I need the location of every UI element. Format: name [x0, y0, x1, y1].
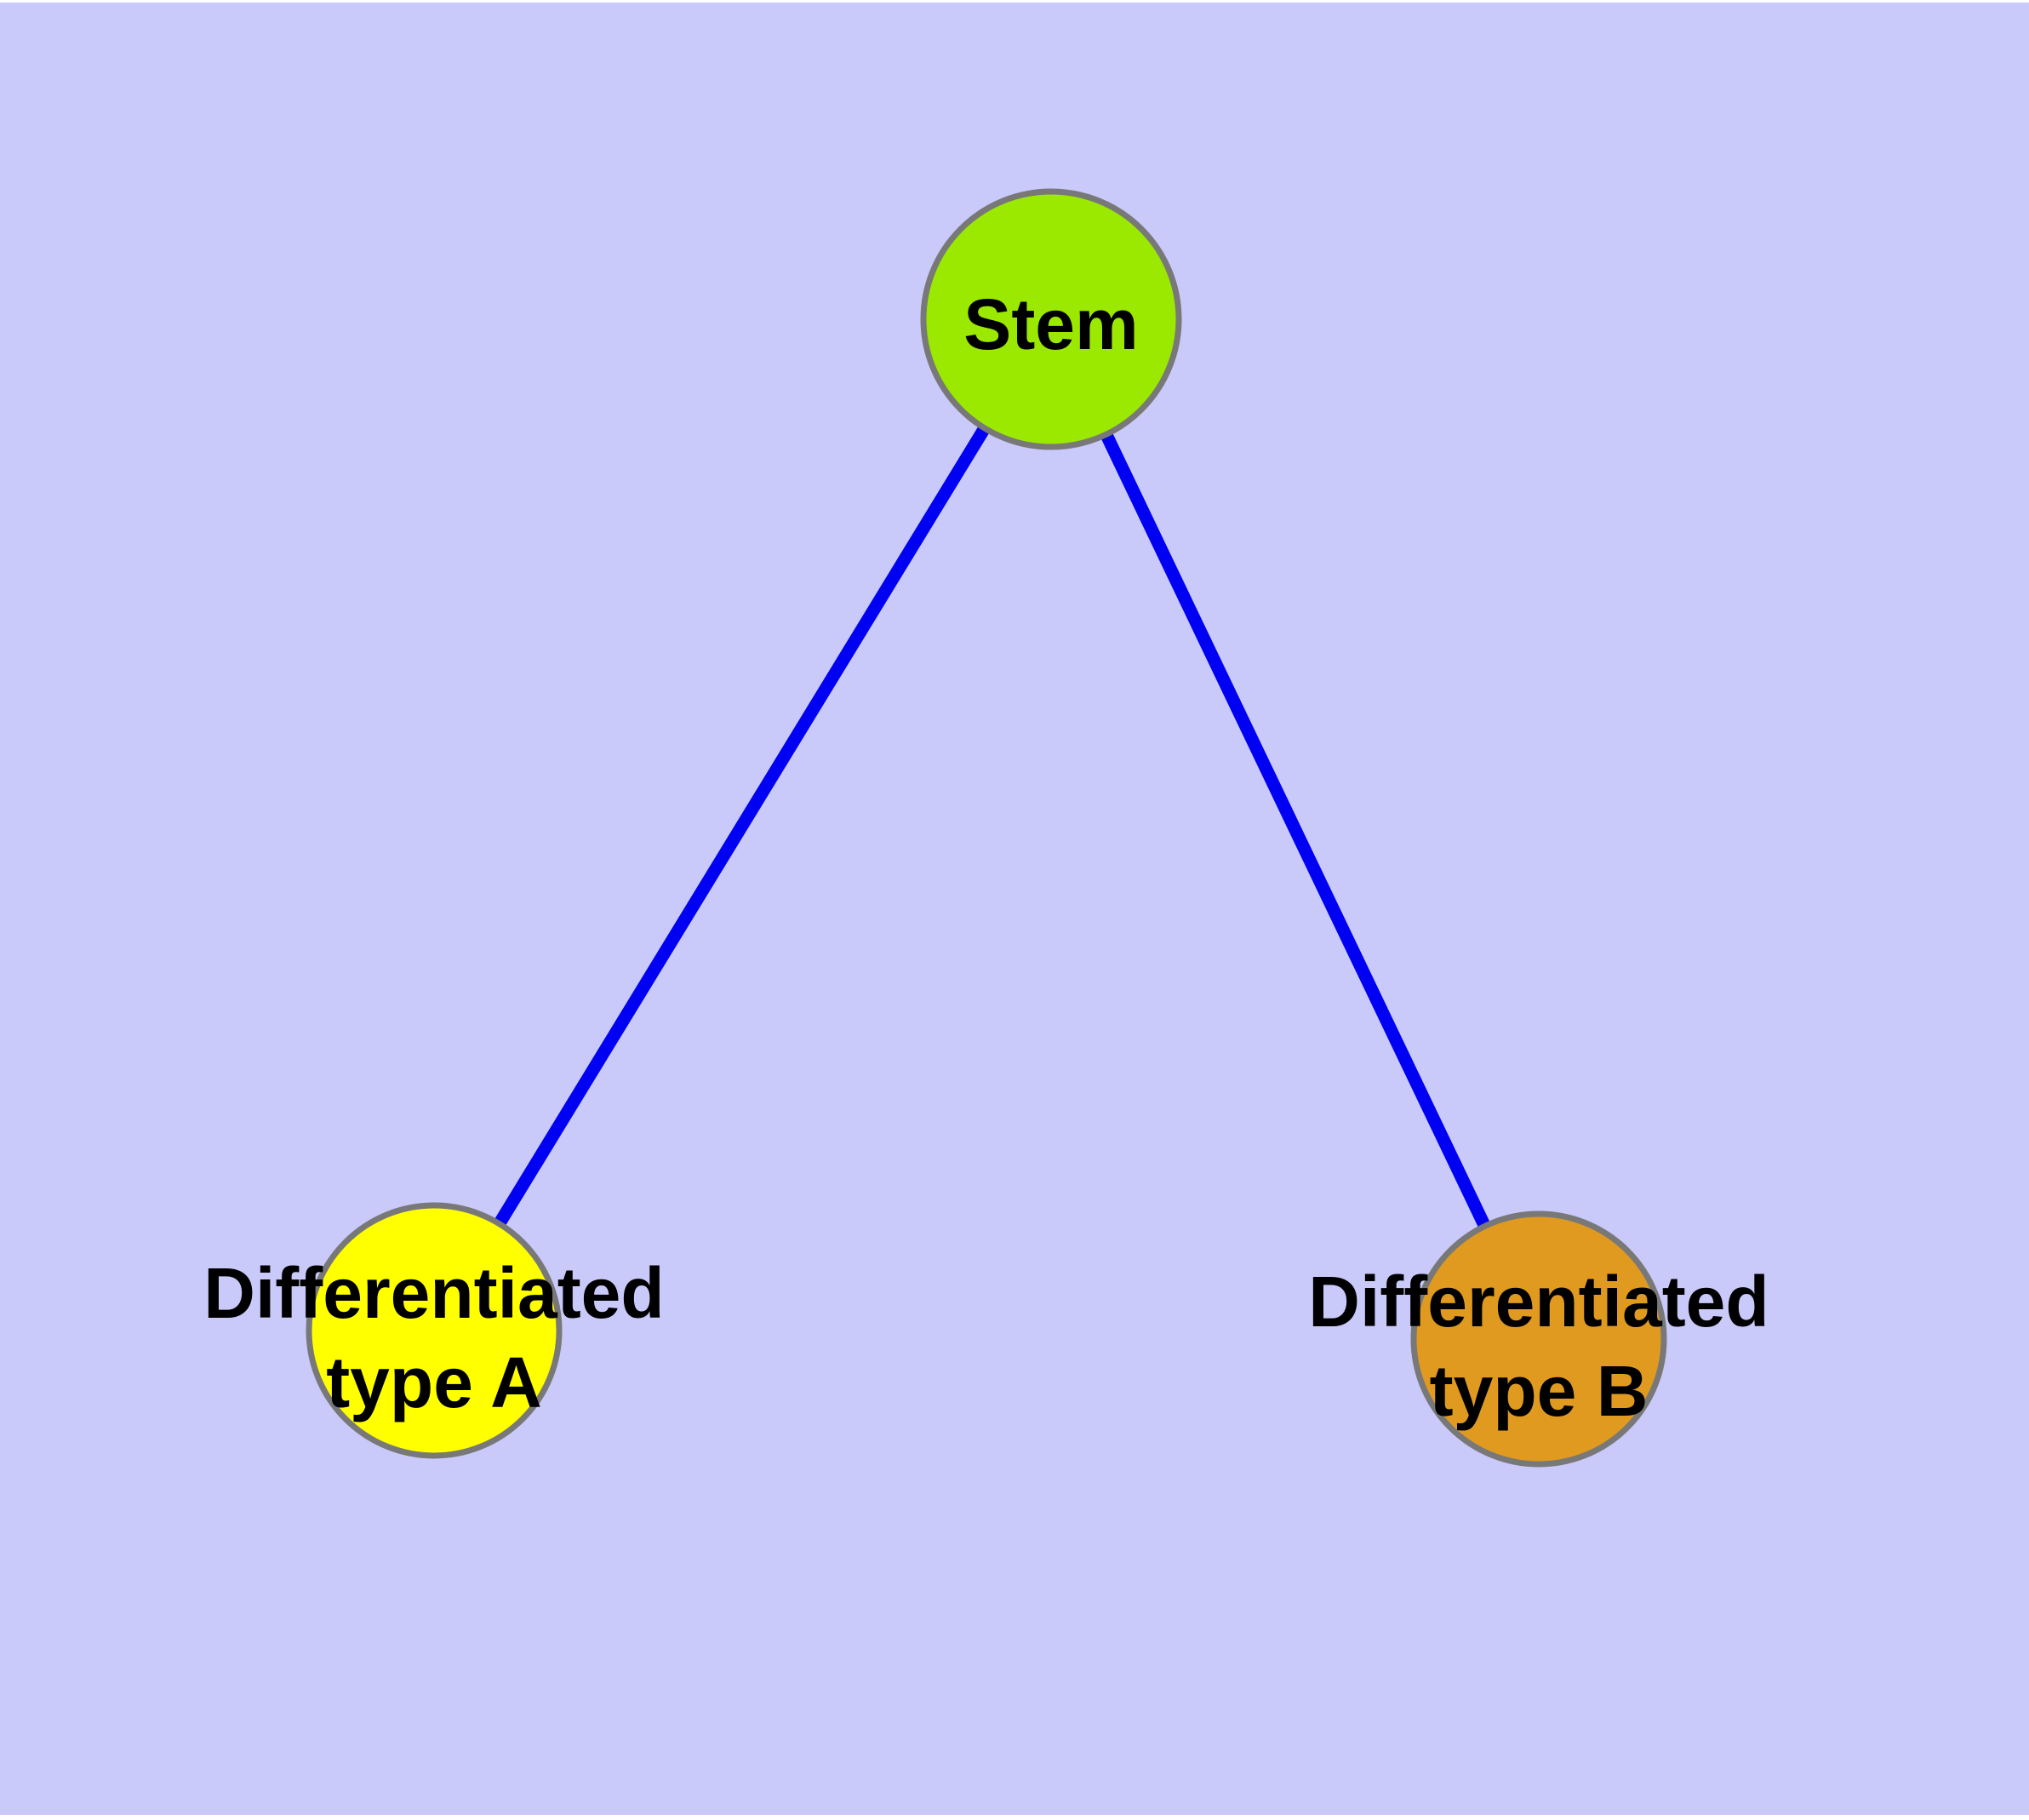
node-type-b-label-line1: Differentiated: [1308, 1262, 1769, 1342]
node-stem-label: Stem: [963, 284, 1138, 364]
node-type-a-label-line1: Differentiated: [203, 1253, 664, 1333]
node-type-b-label-line2: type B: [1430, 1351, 1649, 1431]
node-differentiated-type-b: [1410, 1210, 1667, 1468]
node-stem: [920, 188, 1182, 450]
node-differentiated-type-a: [306, 1202, 563, 1459]
edge-stem-to-type-b: [1045, 316, 1545, 1342]
node-type-a-label-line2: type A: [326, 1342, 542, 1422]
edge-stem-to-type-a: [428, 316, 1057, 1334]
